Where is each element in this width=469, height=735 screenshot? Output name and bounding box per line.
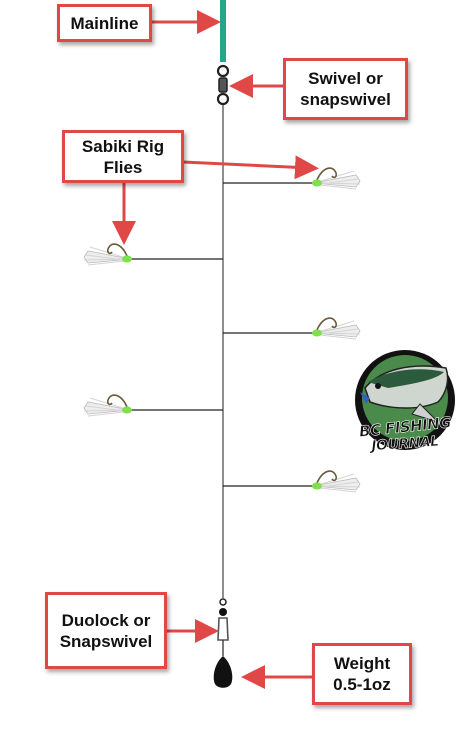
label-mainline-text: Mainline [70,13,139,33]
label-sabiki: Sabiki Rig Flies [62,130,184,183]
dropper-1 [223,167,361,190]
label-duolock-line2: Snapswivel [59,631,153,651]
label-weight: Weight 0.5-1oz [312,643,412,705]
dropper-5 [223,470,361,493]
dropper-2 [83,243,223,266]
label-duolock-line1: Duolock or [61,610,151,630]
dropper-4 [83,394,223,417]
fish-logo-icon [355,350,455,450]
label-weight-line1: Weight [333,654,391,673]
arrow-sabiki-right [182,155,319,180]
snap-swivel-icon [217,598,229,656]
label-duolock: Duolock or Snapswivel [45,592,167,669]
sinker-icon [213,656,233,688]
label-mainline: Mainline [57,4,152,42]
label-swivel-line1: Swivel or [308,69,383,88]
swivel-icon [216,64,230,106]
label-sabiki-line2: Flies [103,157,143,177]
label-swivel-line2: snapswivel [300,90,391,109]
arrows [112,10,319,689]
label-weight-line2: 0.5-1oz [333,675,391,694]
dropper-3 [223,317,361,340]
label-swivel: Swivel or snapswivel [283,58,408,120]
label-sabiki-line1: Sabiki Rig [81,136,165,156]
